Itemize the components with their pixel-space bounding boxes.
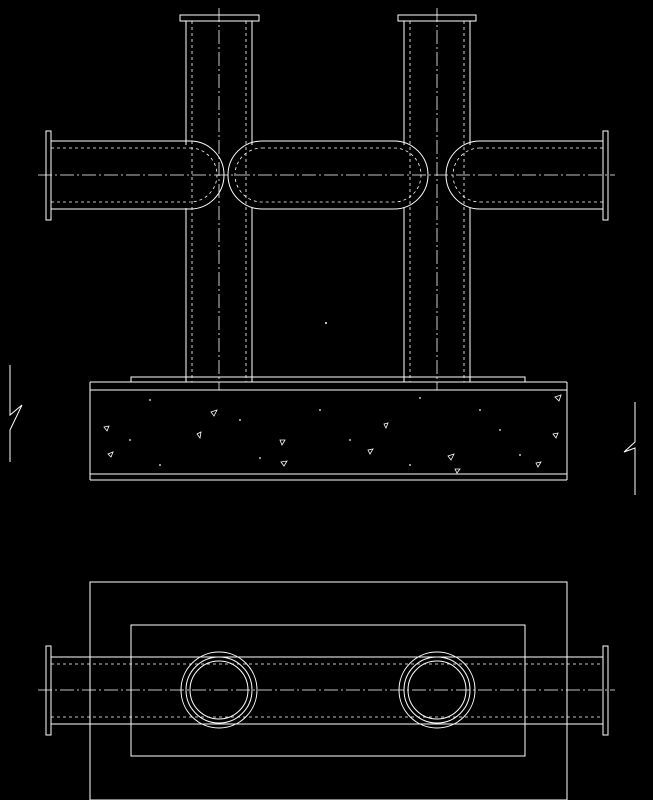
vertical-pipe-right	[397, 8, 477, 390]
base-plate-outline	[130, 624, 526, 757]
plan-pipe-circle-left	[180, 651, 258, 729]
top-flange-left	[179, 14, 260, 22]
left-flange	[45, 130, 52, 221]
plan-pipe-circle-right	[398, 651, 476, 729]
elevation-view	[38, 8, 615, 481]
outer-slab-outline	[89, 581, 568, 800]
break-symbol-right	[623, 402, 636, 495]
plan-right-flange	[602, 645, 609, 736]
right-flange	[602, 130, 609, 221]
base-plate	[130, 376, 526, 383]
concrete-aggregate	[103, 394, 562, 474]
vertical-pipe-left	[179, 8, 260, 390]
concrete-base	[89, 376, 568, 481]
plan-view	[38, 581, 615, 800]
left-branch	[45, 130, 225, 221]
middle-branch	[227, 140, 429, 210]
break-symbol-left	[9, 365, 23, 462]
plan-left-flange	[45, 645, 52, 736]
